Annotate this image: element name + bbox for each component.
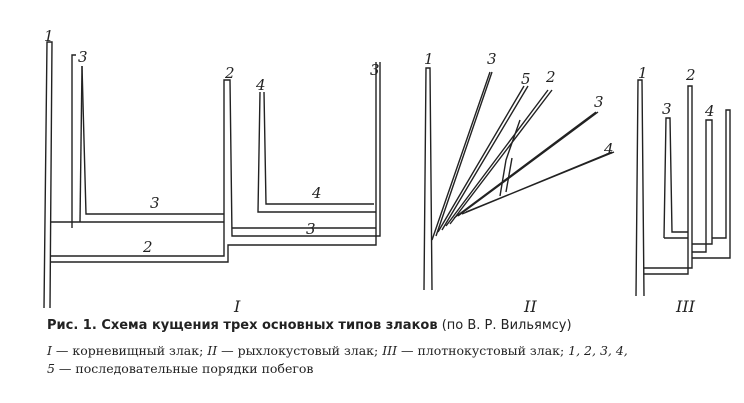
panel-label-II: II	[523, 297, 537, 316]
panel-label-III: III	[675, 297, 696, 316]
legend-text-4: — последовательные порядки побегов	[54, 361, 314, 376]
label-rhizome-2: 2	[142, 238, 153, 256]
rhizome-2-top	[50, 62, 381, 257]
caption-title-bold: Рис. 1. Схема кущения трех основных типо…	[47, 318, 438, 333]
label-shoot-3: 3	[78, 48, 88, 66]
shoot-5-right	[692, 109, 731, 259]
panel-loose-bunch-grass	[423, 67, 615, 291]
shoot-2	[644, 85, 693, 275]
label-rhizome-4: 4	[311, 184, 322, 202]
shoot-1-main	[43, 41, 53, 309]
label-rhizome-3: 3	[306, 220, 316, 238]
label-shoot-2: 2	[224, 64, 235, 82]
label-shoot-5: 5	[521, 70, 531, 88]
label-shoot-3: 3	[594, 93, 604, 111]
rhizome-2-bottom	[50, 62, 377, 263]
panel-rhizomatous-grass	[43, 41, 381, 309]
label-shoot-3: 3	[662, 100, 672, 118]
rhizome-4-right	[257, 91, 376, 213]
caption-title: Рис. 1. Схема кущения трех основных типо…	[47, 318, 737, 333]
label-rhizome-3: 3	[150, 194, 160, 212]
shoot-4	[692, 119, 713, 253]
legend-number-5: 5	[47, 361, 55, 376]
shoot-1-main	[423, 67, 433, 291]
shoot-5	[437, 85, 529, 233]
label-shoot-4: 4	[704, 102, 715, 120]
label-shoot-3: 3	[487, 50, 497, 68]
rhizome-3-left-box-inner	[79, 65, 83, 223]
shoot-4	[461, 151, 615, 215]
legend-text-3: — плотнокустовый злак;	[397, 343, 569, 358]
legend-numbers: 1, 2, 3, 4,	[568, 343, 628, 358]
panel-dense-bunch-grass	[635, 79, 731, 297]
shoot-3-right	[453, 111, 599, 219]
shoot-base-branches	[499, 119, 521, 197]
figure-caption: Рис. 1. Схема кущения трех основных типо…	[47, 318, 737, 378]
legend-roman-1: I	[47, 343, 52, 358]
label-shoot-1: 1	[638, 64, 648, 82]
rhizome-3-left-box	[81, 65, 224, 215]
legend-roman-2: II	[207, 343, 218, 358]
panel-label-I: I	[233, 297, 241, 316]
shoot-2	[445, 89, 553, 227]
shoot-3-left	[431, 71, 493, 241]
caption-legend: I — корневищный злак; II — рыхлокустовый…	[47, 342, 737, 378]
legend-roman-3: III	[382, 343, 398, 358]
shoot-3	[663, 117, 688, 239]
rhizome-3-left-outer	[71, 54, 76, 228]
label-shoot-2: 2	[685, 66, 696, 84]
label-shoot-4: 4	[603, 140, 614, 158]
label-shoot-1: 1	[424, 50, 434, 68]
label-shoot-4: 4	[255, 76, 266, 94]
label-shoot-3: 3	[370, 61, 380, 79]
legend-text-1: — корневищный злак;	[51, 343, 208, 358]
label-shoot-1: 1	[44, 27, 54, 45]
legend-text-2: — рыхлокустовый злак;	[217, 343, 383, 358]
caption-title-source: (по В. Р. Вильямсу)	[437, 318, 572, 333]
label-shoot-2: 2	[545, 68, 556, 86]
shoot-1-main	[635, 79, 645, 297]
rhizome-4-right-inner	[263, 91, 374, 205]
